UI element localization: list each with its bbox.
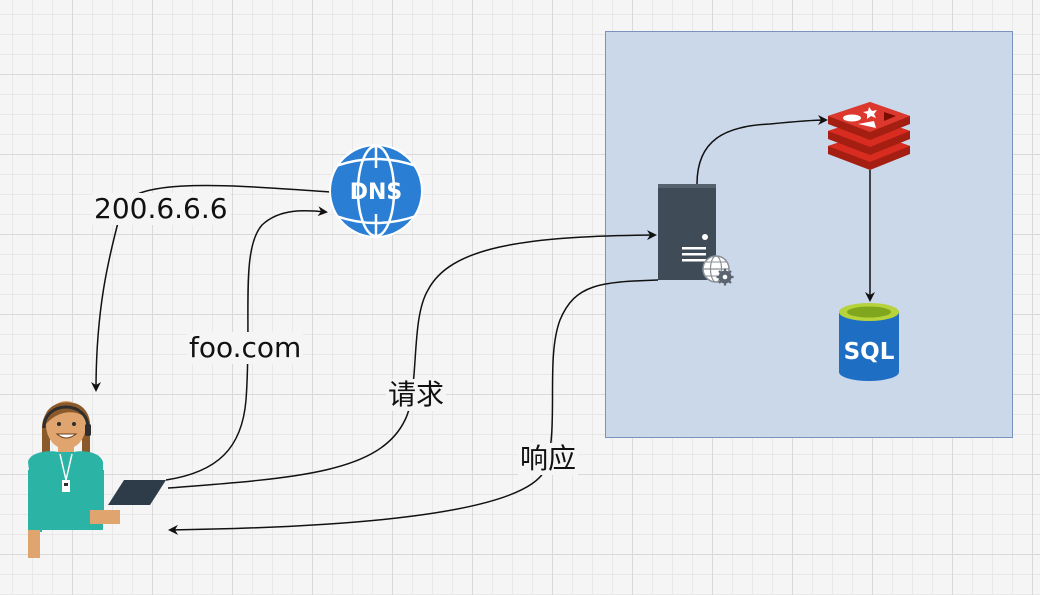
domain-name-label: foo.com (187, 331, 304, 364)
server-to-cache-edge (696, 115, 828, 185)
laptop-icon (108, 480, 166, 505)
request-edge (167, 230, 657, 489)
globe-gear-icon (702, 255, 734, 286)
ip-address-label: 200.6.6.6 (92, 192, 230, 225)
web-server-icon[interactable] (658, 184, 734, 286)
response-label: 响应 (518, 442, 579, 475)
dns-icon-label: DNS (350, 180, 403, 205)
dns-globe-icon[interactable]: DNS (329, 144, 423, 238)
request-label: 请求 (386, 378, 447, 411)
sql-database-icon[interactable]: SQL (839, 303, 899, 381)
redis-cache-icon[interactable] (828, 102, 910, 170)
domain-query-edge (165, 206, 328, 481)
user-with-laptop-icon (28, 401, 166, 558)
sql-icon-label: SQL (844, 339, 895, 365)
